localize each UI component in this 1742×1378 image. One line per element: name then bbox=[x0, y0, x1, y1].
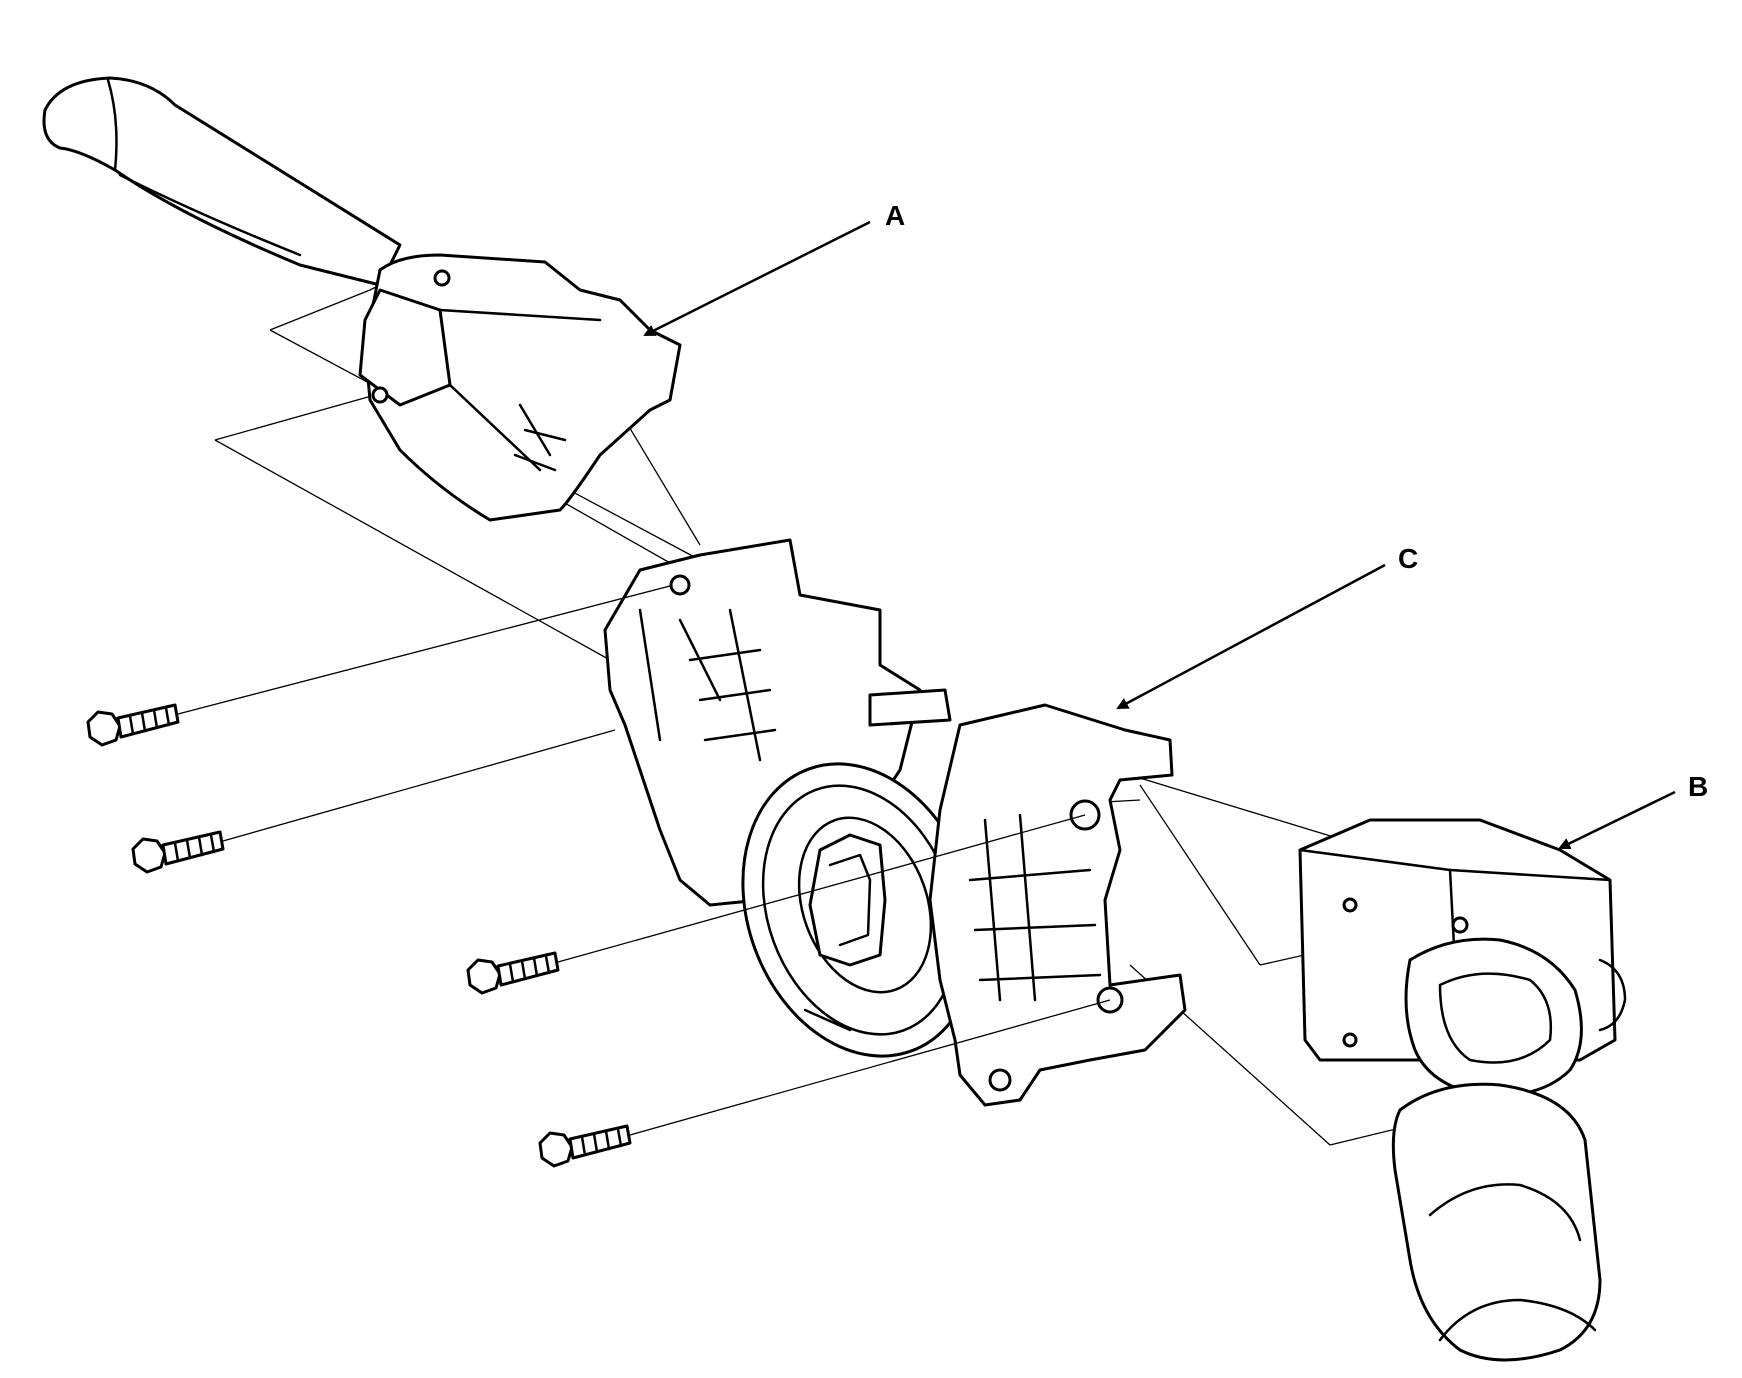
combination-switch-a bbox=[42, 76, 682, 522]
body-mount-hole-top bbox=[669, 574, 691, 596]
switch-a-housing bbox=[363, 253, 682, 522]
screw-4 bbox=[538, 1124, 632, 1168]
callout-b-label: B bbox=[1688, 771, 1708, 802]
callout-b: B bbox=[1558, 771, 1708, 850]
cable-reel-hub bbox=[808, 833, 887, 967]
screw-axis-lines bbox=[177, 585, 1111, 1136]
screw-1 bbox=[86, 703, 180, 747]
callout-b-arrow bbox=[1558, 790, 1676, 850]
switch-a-lever bbox=[42, 76, 402, 287]
callout-c-label: C bbox=[1398, 543, 1418, 574]
screw-3 bbox=[466, 951, 560, 995]
callout-c: C bbox=[1116, 543, 1418, 710]
switch-a-mount-hole-lower bbox=[371, 386, 389, 404]
bracket-clip bbox=[868, 688, 952, 727]
switch-b-mount-hole-2 bbox=[1451, 916, 1469, 934]
callout-c-arrow bbox=[1116, 563, 1386, 710]
switch-b-mount-hole-1 bbox=[1342, 897, 1358, 913]
combination-switch-b bbox=[1298, 818, 1627, 1362]
switch-b-lever bbox=[1391, 1082, 1602, 1362]
switch-b-mount-hole-3 bbox=[1342, 1032, 1358, 1048]
callout-a-arrow bbox=[643, 220, 871, 337]
switch-b-knob-collar bbox=[1404, 937, 1583, 1098]
callout-a: A bbox=[643, 200, 905, 337]
screw-2 bbox=[131, 830, 225, 874]
callout-a-label: A bbox=[885, 200, 905, 231]
cable-reel bbox=[741, 762, 979, 1058]
switch-a-mount-hole-upper bbox=[433, 269, 451, 287]
bracket-tab-hole bbox=[988, 1068, 1012, 1092]
